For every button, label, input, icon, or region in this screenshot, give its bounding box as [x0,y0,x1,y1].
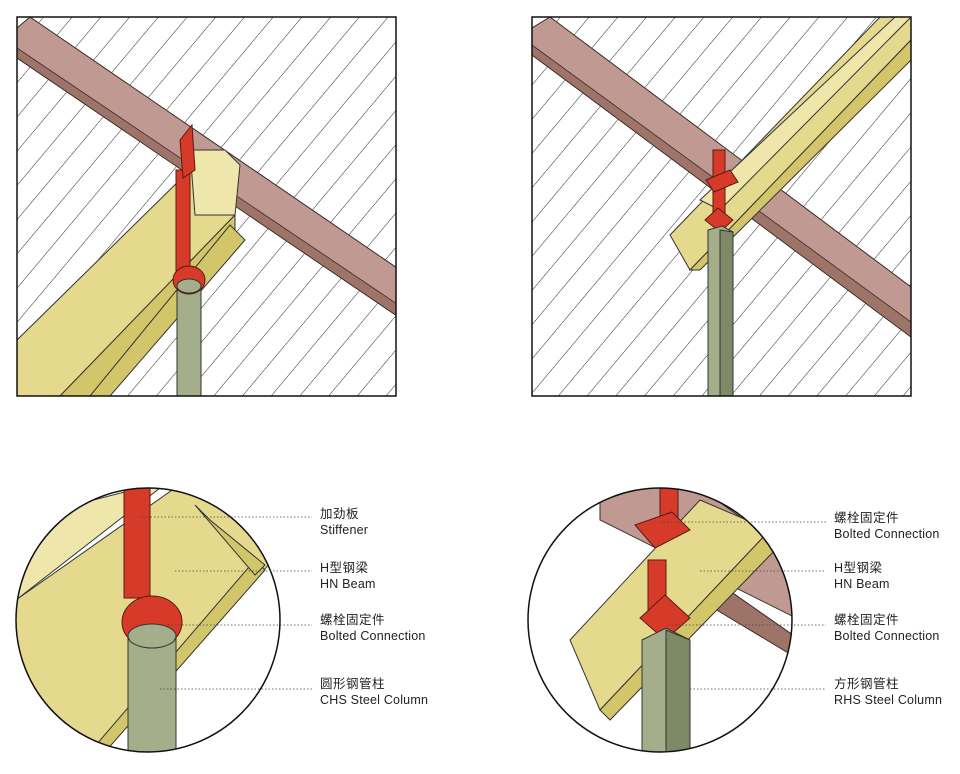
label-chs-column: 圆形钢管柱 CHS Steel Column [320,676,428,708]
label-bolted-connection-top: 螺栓固定件 Bolted Connection [834,510,940,542]
label-en: CHS Steel Column [320,693,429,707]
label-hn-beam: H型钢梁 HN Beam [320,560,376,592]
chs-column [127,629,177,752]
detail-circle-left [15,487,281,753]
label-zh: 螺栓固定件 [834,511,900,525]
bolted-connection [705,169,739,193]
chs-column [176,284,202,396]
label-hn-beam-right: H型钢梁 HN Beam [834,560,890,592]
label-rhs-column: 方形钢管柱 RHS Steel Column [834,676,942,708]
label-zh: 加劲板 [320,507,360,521]
label-zh: 螺栓固定件 [320,613,386,627]
label-en: Bolted Connection [320,629,426,643]
label-en: RHS Steel Column [834,693,943,707]
label-en: HN Beam [834,577,890,591]
panel-top-left [16,16,397,397]
label-en: Bolted Connection [834,527,940,541]
label-zh: 螺栓固定件 [834,613,900,627]
label-en: Stiffener [320,523,369,537]
label-zh: 圆形钢管柱 [320,677,386,691]
bolted-connection [634,511,691,549]
panel-top-right [531,16,912,397]
hn-beam [669,17,911,271]
label-en: HN Beam [320,577,376,591]
label-bolted-connection: 螺栓固定件 Bolted Connection [320,612,426,644]
label-zh: 方形钢管柱 [834,677,900,691]
leader-lines-right [660,521,826,690]
label-stiffener: 加劲板 Stiffener [320,506,368,538]
label-en: Bolted Connection [834,629,940,643]
label-zh: H型钢梁 [320,561,369,575]
stiffener [123,488,151,599]
leader-lines-left [140,516,312,690]
detail-circle-right [527,487,793,753]
label-zh: H型钢梁 [834,561,883,575]
label-bolted-connection-bottom: 螺栓固定件 Bolted Connection [834,612,940,644]
